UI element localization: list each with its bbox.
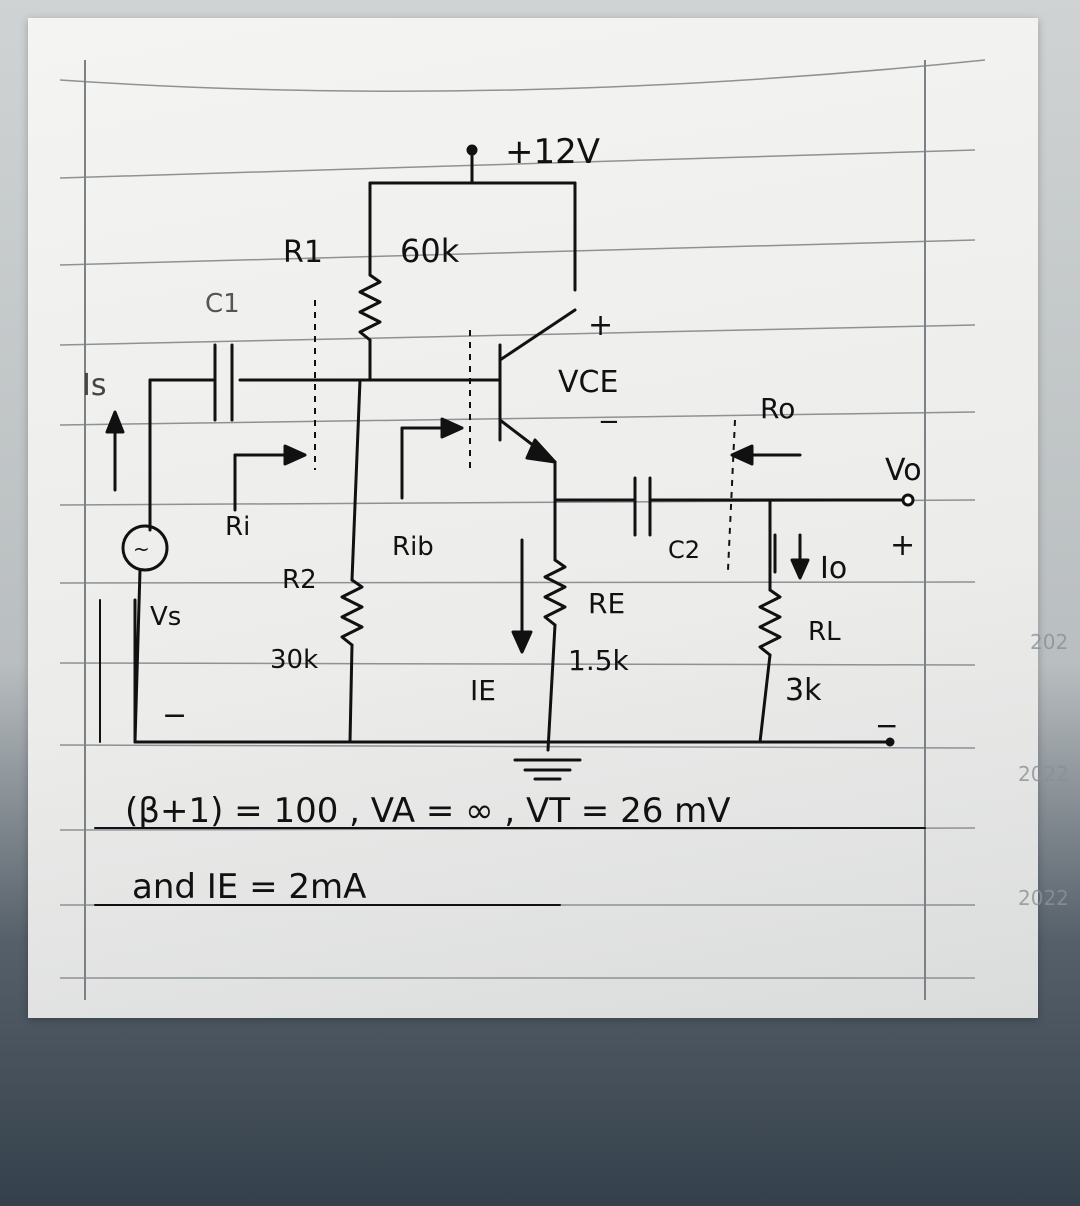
vce-minus-label: − bbox=[598, 407, 620, 437]
io-label: Io bbox=[820, 551, 847, 586]
vce-label: VCE bbox=[558, 365, 618, 400]
emitter-arrow bbox=[525, 438, 557, 464]
rl-name-label: RL bbox=[808, 617, 841, 647]
vo-plus-label: + bbox=[890, 528, 915, 563]
rl-value-label: 3k bbox=[785, 673, 822, 708]
given-line-1: (β+1) = 100 , VA = ∞ , VT = 26 mV bbox=[125, 791, 731, 831]
r1-value-label: 60k bbox=[400, 232, 460, 270]
re-name-label: RE bbox=[588, 587, 625, 620]
c1-label: C1 bbox=[205, 289, 240, 319]
given-line-2: and IE = 2mA bbox=[132, 867, 366, 907]
supply-label: +12V bbox=[505, 132, 600, 172]
resistor-r1 bbox=[358, 273, 382, 342]
supply-terminal bbox=[466, 144, 478, 156]
ro-reference-line bbox=[727, 419, 736, 571]
background-text: 202 bbox=[1030, 630, 1069, 654]
ri-label: Ri bbox=[225, 512, 250, 542]
c2-label: C2 bbox=[668, 536, 700, 564]
ruled-lines bbox=[59, 59, 986, 979]
vs-label: Vs bbox=[150, 602, 181, 632]
vs-minus-label: − bbox=[162, 698, 187, 733]
resistor-r2 bbox=[340, 578, 364, 647]
resistor-rl bbox=[758, 588, 782, 657]
rib-label: Rib bbox=[392, 532, 434, 562]
r1-name-label: R1 bbox=[283, 235, 323, 270]
output-minus-label: − bbox=[875, 709, 898, 742]
ro-label: Ro bbox=[760, 392, 795, 425]
re-value-label: 1.5k bbox=[568, 644, 630, 677]
is-label: Is bbox=[82, 368, 106, 403]
source-symbol: ~ bbox=[133, 537, 150, 561]
vo-terminal bbox=[901, 493, 915, 507]
background-text: 2022 bbox=[1018, 762, 1069, 786]
background-text: 2022 bbox=[1018, 886, 1069, 910]
paper-sheet bbox=[28, 18, 1038, 1018]
transistor-collector bbox=[498, 308, 577, 362]
resistor-re bbox=[543, 558, 567, 627]
vce-plus-label: + bbox=[588, 308, 613, 343]
r2-value-label: 30k bbox=[270, 645, 318, 675]
r2-name-label: R2 bbox=[282, 565, 317, 595]
vo-label: Vo bbox=[885, 453, 922, 488]
ie-label: IE bbox=[470, 674, 496, 707]
ac-source bbox=[121, 524, 169, 572]
